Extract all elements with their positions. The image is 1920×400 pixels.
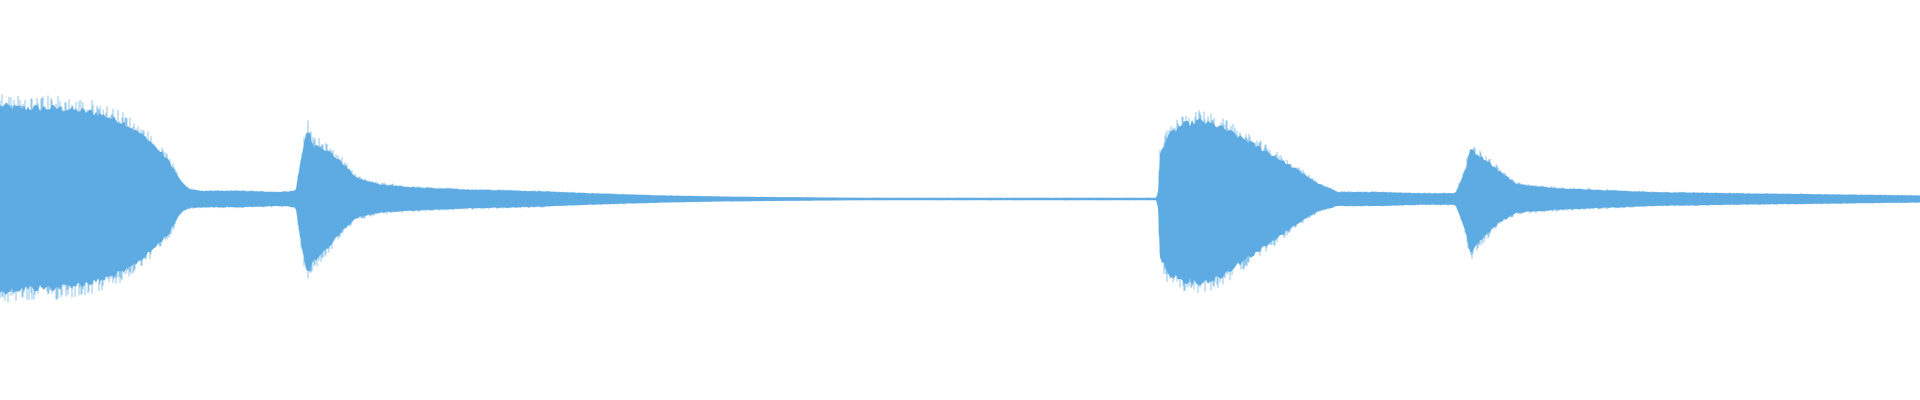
- audio-waveform: [0, 94, 1920, 303]
